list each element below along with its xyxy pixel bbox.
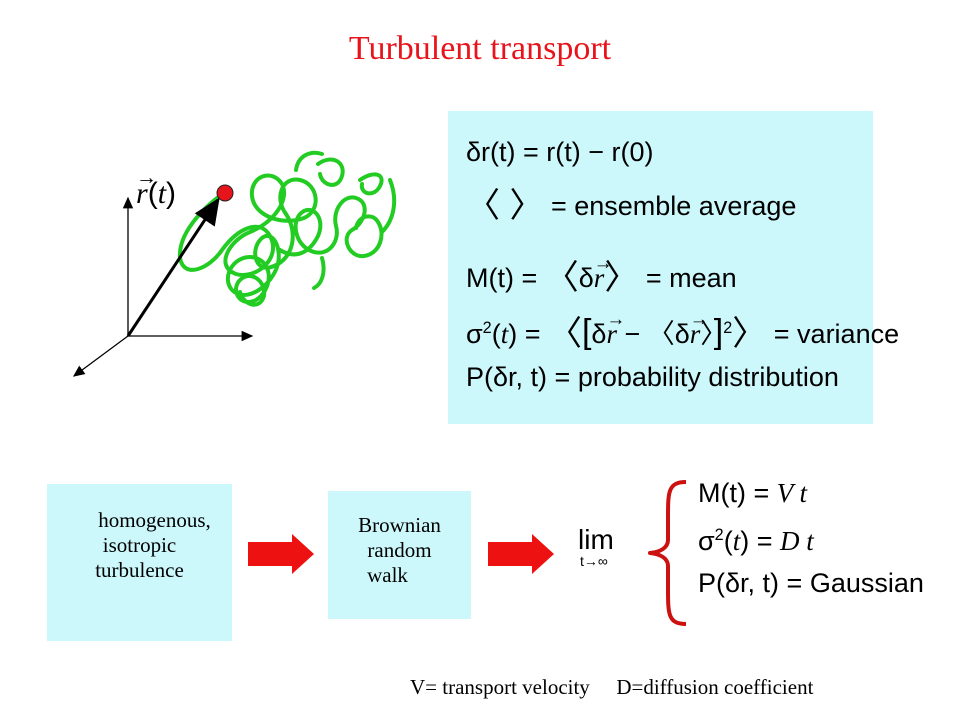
brownian-line-3: walk [367,563,408,588]
turbulence-line-2: isotropic [102,533,177,558]
brownian-box: Brownian random walk [328,491,471,619]
def-displacement-lhs: δr(t) [466,137,516,167]
def-distribution: P(δr, t) = probability distribution [466,362,839,392]
def-distribution-lhs: P(δr, t) [466,362,548,392]
page-title: Turbulent transport [348,30,612,67]
result-variance: σ2(t) = D t [698,526,814,556]
def-variance-lhs: σ [466,319,483,349]
def-displacement-rhs: r(t) − r(0) [546,137,654,167]
def-mean-lhs: M(t) [466,263,514,293]
angle-brackets: 〈 〉 [466,187,544,225]
axis-y [72,335,129,377]
definitions-panel [448,111,873,424]
diffusion-legend: D=diffusion coefficient [616,675,814,699]
turbulence-line-3: turbulence [95,558,184,583]
def-mean-text: mean [669,263,737,293]
def-displacement: δr(t) = r(t) − r(0) [466,137,654,167]
left-brace-icon [648,480,687,626]
lim-subscript: t→∞ [580,553,608,569]
def-variance: σ2(t) = 〈[δr − 〈δr〉]2〉 = variance [466,306,899,355]
result-mean: M(t) = V t [698,478,808,508]
velocity-legend: V= transport velocity [410,675,590,699]
turbulence-box: homogenous, isotropic turbulence [47,484,232,641]
result-distribution: P(δr, t) = Gaussian [698,568,924,598]
lim-text: lim [578,524,614,555]
position-label: r(t) [136,165,176,211]
result-mean-rhs: V t [776,478,808,508]
turbulence-line-1: homogenous, [98,508,211,532]
brownian-line-2: random [367,538,432,563]
def-ensemble: 〈 〉 = ensemble average [466,187,797,225]
footer-legend: V= transport velocity D=diffusion coeffi… [410,675,813,700]
brownian-line-1: Brownian [358,513,441,537]
def-variance-text: variance [797,319,900,349]
def-mean: M(t) = 〈δr〉 = mean [466,250,737,299]
result-distribution-lhs: P(δr, t) [698,568,780,598]
def-ensemble-text: ensemble average [574,191,797,221]
particle-dot [216,184,234,202]
result-mean-lhs: M(t) [698,478,746,508]
def-distribution-text: probability distribution [577,362,839,392]
result-distribution-rhs: Gaussian [809,568,924,598]
trajectory-diagram [72,150,397,377]
result-variance-rhs: D t [779,526,814,556]
arrow-right-icon [488,534,554,574]
arrow-right-icon [248,534,314,574]
trajectory-path [177,150,397,307]
result-variance-lhs: σ [698,526,715,556]
limit-operator: lim t→∞ [578,524,614,569]
position-vector [126,197,220,337]
